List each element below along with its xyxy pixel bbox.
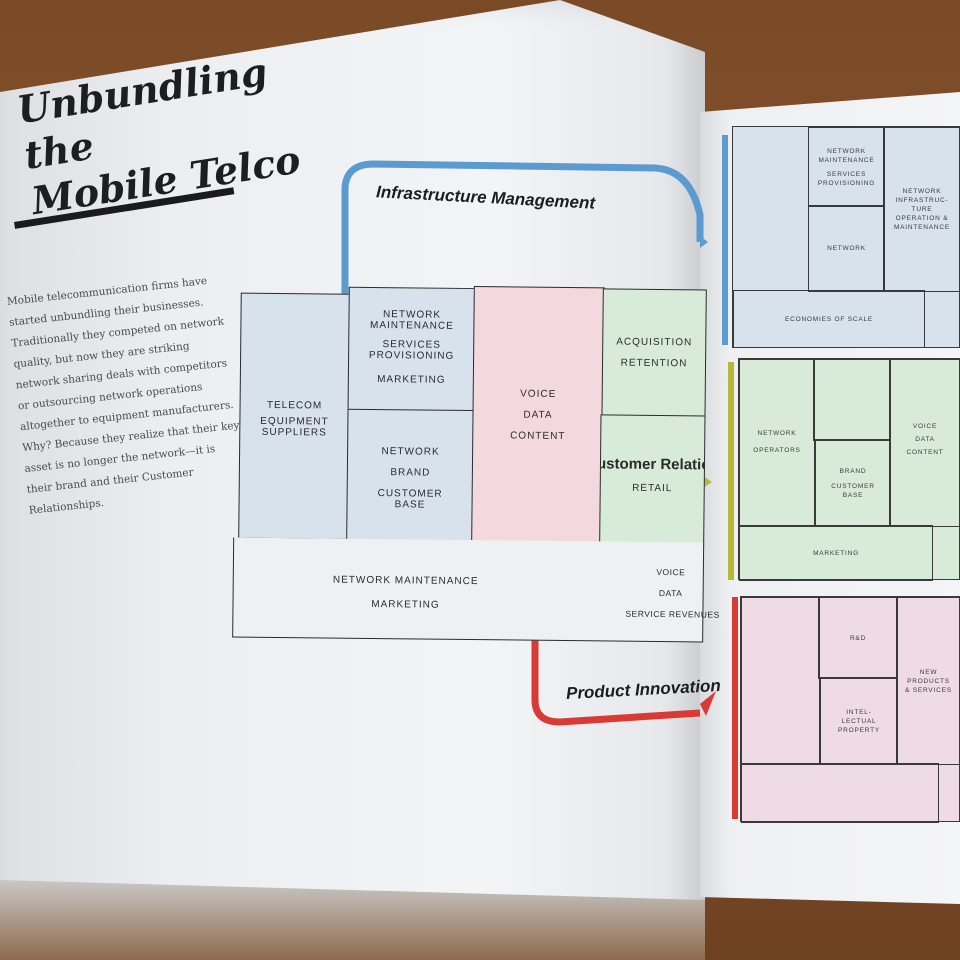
business-model-canvas: TELECOM EQUIPMENT SUPPLIERS NETWORK MAIN…	[230, 281, 720, 644]
product-flow-arrowhead	[700, 691, 716, 716]
channels-cell: Customer Relationships RETAIL	[599, 414, 706, 548]
infra-side-1: NETWORK	[902, 188, 942, 195]
activities-text-5: MARKETING	[377, 373, 446, 386]
infra-side-2: INFRASTRUC-	[895, 197, 949, 204]
prod-right-1: NEW	[919, 668, 938, 676]
customer-canvas: NETWORK OPERATORS BRAND CUSTOMER BASE VO…	[738, 358, 960, 581]
customer-color-bar	[728, 362, 734, 580]
resources-text-3: CUSTOMER	[377, 487, 443, 500]
infra-bottom-text: ECONOMIES OF SCALE	[784, 315, 874, 323]
cust-partners-cell: NETWORK OPERATORS	[739, 359, 815, 527]
partners-text-1: TELECOM	[266, 399, 323, 411]
cust-mid-3: BASE	[842, 491, 864, 499]
prod-right-2: PRODUCTS	[907, 677, 950, 685]
key-partners-cell: TELECOM EQUIPMENT SUPPLIERS	[238, 292, 351, 540]
partners-text-2: EQUIPMENT	[260, 415, 329, 428]
key-activities-cell: NETWORK MAINTENANCE SERVICES PROVISIONIN…	[347, 286, 476, 413]
infra-text-4: PROVISIONING	[817, 179, 876, 187]
prod-activities-cell: R&D	[818, 597, 898, 679]
cost-item-2: MARKETING	[371, 598, 440, 611]
value-text-3: CONTENT	[510, 430, 566, 443]
prod-value-cell: NEW PRODUCTS & SERVICES	[896, 597, 960, 765]
revenue-item-1: VOICE	[656, 566, 686, 578]
cust-bottom-text: MARKETING	[813, 549, 859, 557]
value-proposition-cell: VOICE DATA CONTENT	[471, 286, 605, 545]
infra-text-2: MAINTENANCE	[818, 156, 875, 164]
cust-mid-1: BRAND	[839, 467, 867, 475]
infra-text-1: NETWORK	[827, 147, 866, 155]
activities-text-4: PROVISIONING	[368, 349, 455, 362]
cost-item-1: NETWORK MAINTENANCE	[332, 574, 479, 588]
cust-right-2: DATA	[915, 436, 935, 443]
prod-partners-cell	[741, 597, 820, 765]
infrastructure-canvas: NETWORK MAINTENANCE SERVICES PROVISIONIN…	[732, 126, 960, 348]
relationships-text-1: ACQUISITION	[616, 336, 693, 349]
prod-cost-cell	[741, 763, 939, 823]
cust-value-cell: VOICE DATA CONTENT	[889, 359, 960, 527]
infra-side-5: MAINTENANCE	[893, 224, 951, 231]
prod-resources-cell: INTEL- LECTUAL PROPERTY	[820, 677, 898, 765]
cust-resources-cell: BRAND CUSTOMER BASE	[815, 439, 891, 527]
infra-value-cell: NETWORK INFRASTRUC- TURE OPERATION & MAI…	[883, 127, 960, 292]
infra-text-3: SERVICES	[826, 170, 867, 178]
resources-text-4: BASE	[394, 498, 426, 511]
infrastructure-flow-line	[341, 160, 704, 300]
infra-cost-cell: ECONOMIES OF SCALE	[733, 290, 925, 348]
product-flow-line	[531, 528, 701, 726]
prod-mid-1: INTEL-	[846, 708, 872, 716]
revenue-item-2: DATA	[658, 588, 683, 599]
partners-text-3: SUPPLIERS	[261, 426, 327, 439]
infrastructure-color-bar	[722, 135, 728, 345]
cust-left-1: NETWORK	[757, 430, 797, 437]
resources-text-1: NETWORK	[381, 445, 440, 458]
customer-relationships-cell: ACQUISITION RETENTION	[601, 288, 707, 418]
resources-text-2: BRAND	[390, 466, 431, 479]
cust-mid-2: CUSTOMER	[831, 482, 875, 490]
prod-right-3: & SERVICES	[905, 686, 952, 694]
activities-text-3: SERVICES	[382, 338, 441, 351]
infra-resources-cell: NETWORK	[808, 205, 885, 292]
cost-structure-text: NETWORK MAINTENANCE MARKETING	[305, 568, 505, 618]
infra-mid-text: NETWORK	[827, 245, 866, 252]
prod-mid-2: LECTUAL	[841, 717, 877, 725]
infra-side-4: OPERATION &	[895, 215, 949, 222]
product-color-bar	[732, 597, 738, 819]
cust-activities-cell	[813, 359, 891, 441]
key-resources-cell: NETWORK BRAND CUSTOMER BASE	[346, 408, 475, 543]
revenue-item-3: SERVICE REVENUES	[625, 608, 720, 620]
prod-mid-3: PROPERTY	[837, 726, 881, 734]
cust-left-2: OPERATORS	[753, 447, 801, 454]
cust-right-3: CONTENT	[906, 449, 944, 456]
activities-text-1: NETWORK	[382, 308, 442, 321]
customer-relationships-heading: Customer Relationships	[599, 455, 706, 475]
infrastructure-flow-arrowhead	[700, 236, 708, 248]
relationships-text-2: RETENTION	[620, 357, 688, 370]
channels-text-1: RETAIL	[632, 482, 673, 495]
activities-text-2: MAINTENANCE	[369, 319, 454, 332]
infra-activities-cell: NETWORK MAINTENANCE SERVICES PROVISIONIN…	[808, 127, 885, 207]
revenue-streams-text: VOICE DATA SERVICE REVENUES	[625, 562, 720, 626]
prod-top-text: R&D	[849, 634, 867, 642]
value-text-1: VOICE	[520, 388, 557, 400]
cust-right-1: VOICE	[912, 423, 938, 430]
product-canvas: R&D INTEL- LECTUAL PROPERTY NEW PRODUCTS…	[740, 596, 960, 823]
cust-cost-cell: MARKETING	[739, 525, 933, 581]
infra-side-3: TURE	[911, 206, 933, 213]
value-text-2: DATA	[523, 409, 553, 421]
